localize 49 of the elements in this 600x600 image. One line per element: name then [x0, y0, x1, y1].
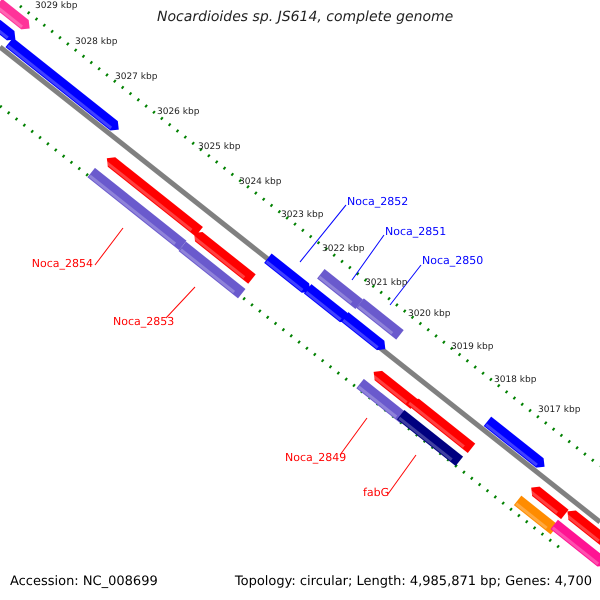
scale-label: 3017 kbp — [538, 405, 580, 416]
gene-bar — [396, 410, 464, 466]
scale-label: 3029 kbp — [35, 1, 78, 12]
gene-segment — [264, 254, 310, 293]
scale-label: 3019 kbp — [451, 342, 494, 353]
gene-segment — [192, 232, 256, 284]
leader-line — [94, 228, 124, 266]
gene-segment — [0, 20, 16, 40]
scale-label: 3028 kbp — [75, 37, 118, 48]
scale-label: 3023 kbp — [281, 210, 324, 221]
footer-text: Accession: NC_008699 — [10, 575, 158, 590]
gene-segment — [340, 312, 386, 350]
scale-label: 3021 kbp — [365, 278, 408, 289]
scale-label: 3027 kbp — [115, 72, 158, 83]
gene-label: Noca_2849 — [285, 452, 346, 464]
gene-segment — [104, 157, 203, 236]
leader-line — [390, 264, 422, 306]
gene-segment — [0, 0, 30, 30]
leader-line — [352, 234, 384, 280]
scale-label: 3020 kbp — [408, 309, 450, 320]
scale-label: 3026 kbp — [157, 107, 200, 118]
gene-label: Noca_2854 — [32, 258, 93, 270]
gene-segment — [371, 370, 418, 409]
gene-label: fabG — [363, 487, 390, 500]
leader-line — [388, 454, 416, 494]
gene-label: Noca_2850 — [422, 255, 484, 268]
gene-segment — [304, 284, 348, 322]
gene-label: Noca_2852 — [347, 196, 408, 208]
gene-bar — [317, 269, 363, 309]
footer-text: Topology: circular; Length: 4,985,871 bp; Genes: 4,700 — [234, 575, 592, 590]
leader-line — [340, 418, 368, 456]
scale-label: 3025 kbp — [198, 142, 240, 153]
scale-label: 3022 kbp — [322, 244, 364, 255]
scale-label: 3024 kbp — [239, 177, 282, 188]
gene-segment — [565, 510, 600, 548]
gene-segment — [528, 486, 569, 520]
gene-segment — [484, 416, 545, 468]
gene-bar — [356, 298, 404, 340]
scale-label: 3018 kbp — [494, 375, 536, 386]
diagram-title: Nocardioides sp. JS614, complete genome — [157, 10, 454, 26]
gene-bar — [514, 496, 558, 534]
gene-bar — [87, 168, 187, 250]
gene-label: Noca_2853 — [113, 316, 174, 328]
gene-segment — [408, 398, 476, 453]
gene-label: Noca_2851 — [385, 226, 446, 238]
gene-segment — [550, 520, 600, 566]
gene-bar — [178, 242, 246, 298]
leader-line — [300, 204, 346, 262]
leader-line — [166, 286, 196, 318]
